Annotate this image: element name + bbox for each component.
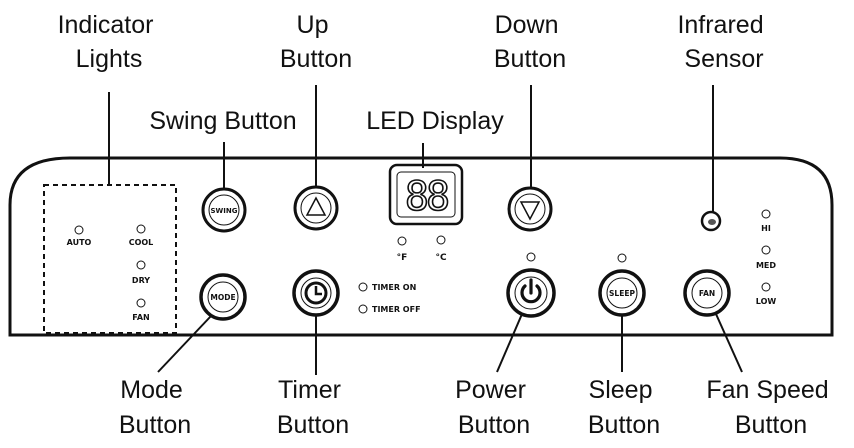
hi-speed-label: HI xyxy=(761,224,771,233)
down-button[interactable] xyxy=(507,186,553,232)
timer-button[interactable] xyxy=(292,269,340,317)
power-button[interactable] xyxy=(506,268,556,318)
swing-button-label: Swing Button xyxy=(149,107,296,135)
swing-button-text: SWING xyxy=(211,207,238,215)
led-display-digits: 88 xyxy=(405,174,448,220)
triangle-down-icon xyxy=(519,201,541,221)
power-button-leader xyxy=(496,313,523,373)
sleep-button[interactable]: SLEEP xyxy=(598,269,646,317)
cool-indicator-led xyxy=(136,224,146,234)
led-display: 88 xyxy=(388,163,464,226)
timer-on-label: TIMER ON xyxy=(372,283,416,292)
timer-button-label: Timer Button xyxy=(277,376,349,439)
power-button-label: Power Button xyxy=(455,376,533,439)
infrared-sensor xyxy=(700,210,722,232)
celsius-led xyxy=(436,235,446,245)
hi-speed-led xyxy=(761,209,771,219)
mode-button-leader xyxy=(157,315,212,373)
fan-speed-button-leader xyxy=(715,313,743,373)
mode-button[interactable]: MODE xyxy=(199,273,247,321)
timer-off-led xyxy=(358,304,368,314)
fan-indicator-label: FAN xyxy=(132,313,149,322)
leader-lines xyxy=(108,85,743,375)
fahrenheit-led xyxy=(397,236,407,246)
swing-button[interactable]: SWING xyxy=(201,187,247,233)
sleep-led xyxy=(617,253,627,263)
cool-indicator-label: COOL xyxy=(129,238,154,247)
mode-button-text: MODE xyxy=(210,293,235,302)
low-speed-led xyxy=(761,282,771,292)
celsius-label: °C xyxy=(435,253,447,263)
clock-icon xyxy=(304,281,328,305)
timer-on-led xyxy=(358,282,368,292)
low-speed-label: LOW xyxy=(756,297,777,306)
auto-indicator-led xyxy=(74,225,84,235)
up-button[interactable] xyxy=(293,185,339,231)
timer-off-label: TIMER OFF xyxy=(372,305,421,314)
infrared-sensor-label: Infrared Sensor xyxy=(677,11,770,73)
med-speed-led xyxy=(761,245,771,255)
triangle-up-icon xyxy=(305,196,327,216)
dry-indicator-label: DRY xyxy=(132,276,150,285)
sleep-button-text: SLEEP xyxy=(609,289,635,298)
med-speed-label: MED xyxy=(756,261,776,270)
dry-indicator-led xyxy=(136,260,146,270)
power-led xyxy=(526,252,536,262)
fan-button-text: FAN xyxy=(699,289,715,298)
mode-button-label: Mode Button xyxy=(119,376,191,439)
fahrenheit-label: °F xyxy=(397,253,408,263)
indicator-lights-label: Indicator Lights xyxy=(58,11,161,73)
fan-indicator-led xyxy=(136,298,146,308)
fan-speed-button-label: Fan Speed Button xyxy=(706,376,835,439)
power-icon xyxy=(520,278,542,304)
auto-indicator-label: AUTO xyxy=(67,238,92,247)
sleep-button-label: Sleep Button xyxy=(588,376,660,439)
fan-speed-button[interactable]: FAN xyxy=(683,269,731,317)
led-display-label: LED Display xyxy=(366,107,504,135)
up-button-label: Up Button xyxy=(280,11,352,73)
down-button-label: Down Button xyxy=(494,11,566,73)
